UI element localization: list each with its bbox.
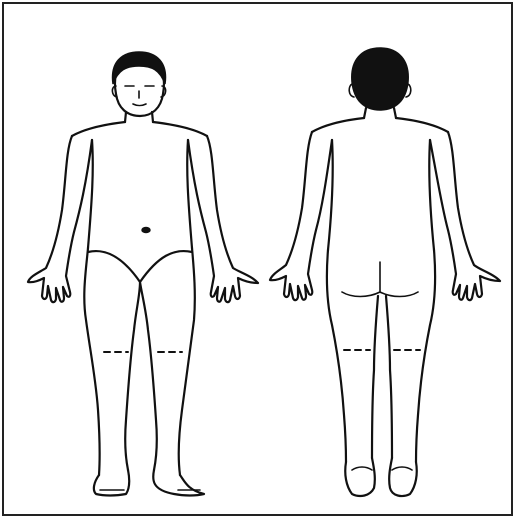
back-feet [345, 458, 417, 496]
front-left-arm [28, 136, 92, 302]
front-navel [142, 228, 150, 233]
front-legs [84, 248, 195, 475]
back-right-arm [430, 132, 500, 300]
back-left-arm [270, 132, 332, 300]
front-feet [94, 470, 204, 496]
front-right-arm [188, 136, 258, 302]
back-legs [327, 250, 435, 462]
back-head [349, 48, 411, 110]
front-head [112, 52, 165, 116]
back-buttocks [342, 262, 418, 297]
front-view-figure [28, 52, 258, 496]
back-torso [312, 118, 448, 250]
back-view-figure [270, 48, 500, 496]
